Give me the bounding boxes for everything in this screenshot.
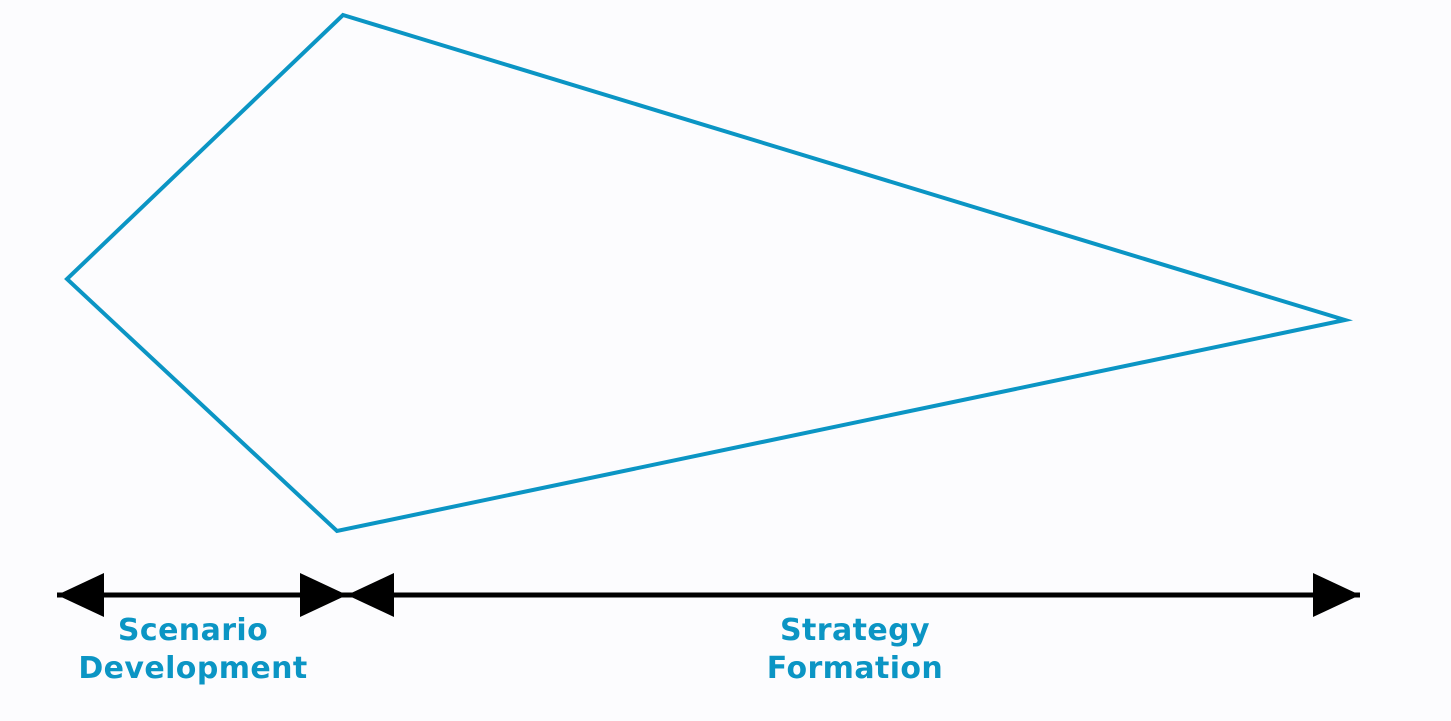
axis-arrow-right-icon	[1313, 573, 1360, 617]
axis-arrow-left-icon	[57, 573, 104, 617]
phase-label-scenario-development: Scenario Development	[78, 613, 308, 687]
scenario-cone-polygon	[64, 12, 1354, 534]
phase-label-strategy-formation: Strategy Formation	[766, 613, 944, 687]
phase-axis-shaft	[57, 592, 1360, 598]
axis-divider-left-pointing-icon	[347, 573, 394, 617]
axis-divider-right-pointing-icon	[300, 573, 347, 617]
